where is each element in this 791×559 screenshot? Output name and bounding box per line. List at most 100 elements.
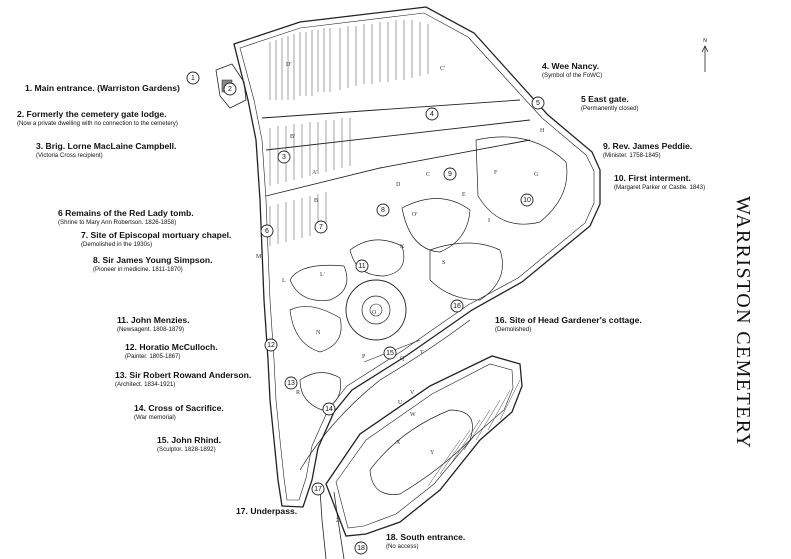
- legend-subtitle: (Victoria Cross recipient): [36, 151, 103, 159]
- svg-text:B': B': [290, 134, 295, 140]
- map-marker-number: 16: [453, 303, 461, 310]
- svg-text:Y: Y: [430, 450, 435, 456]
- map-marker-16: 16: [450, 299, 464, 313]
- map-title-text: WARRISTON CEMETERY: [732, 196, 754, 450]
- legend-title: 3. Brig. Lorne MacLaine Campbell.: [36, 141, 177, 151]
- svg-text:L': L': [320, 272, 325, 278]
- legend-item-16: 16. Site of Head Gardener's cottage. (De…: [495, 315, 642, 333]
- map-marker-number: 5: [536, 100, 540, 107]
- legend-subtitle: (Sculptor. 1828-1892): [157, 445, 216, 453]
- map-marker-4: 4: [425, 107, 439, 121]
- legend-title: 1. Main entrance. (Warriston Gardens): [25, 83, 180, 93]
- map-marker-number: 4: [430, 111, 434, 118]
- svg-text:S: S: [442, 260, 445, 266]
- map-title: WARRISTON CEMETERY: [732, 196, 774, 449]
- svg-text:B: B: [314, 198, 318, 204]
- map-marker-18: 18: [354, 541, 368, 555]
- map-marker-17: 17: [311, 482, 325, 496]
- legend-item-13: 13. Sir Robert Rowand Anderson. (Archite…: [115, 370, 252, 388]
- svg-text:E: E: [462, 192, 466, 198]
- map-marker-number: 10: [523, 197, 531, 204]
- legend-item-12: 12. Horatio McCulloch. (Painter. 1805-18…: [125, 342, 218, 360]
- legend-title: 17. Underpass.: [236, 506, 298, 516]
- map-marker-number: 2: [228, 86, 232, 93]
- legend-item-10: 10. First interment. (Margaret Parker or…: [614, 173, 705, 191]
- legend-item-14: 14. Cross of Sacrifice. (War memorial): [134, 403, 224, 421]
- legend-title: 11. John Menzies.: [117, 315, 190, 325]
- map-marker-number: 13: [287, 380, 295, 387]
- legend-title: 10. First interment.: [614, 173, 691, 183]
- map-marker-number: 15: [386, 350, 394, 357]
- legend-title: 18. South entrance.: [386, 532, 466, 542]
- legend-title: 4. Wee Nancy.: [542, 61, 600, 71]
- legend-title: 15. John Rhind.: [157, 435, 221, 445]
- cemetery-boundary-north: [233, 6, 601, 508]
- svg-text:A': A': [312, 170, 317, 176]
- svg-text:T: T: [420, 350, 424, 356]
- svg-text:M: M: [256, 254, 262, 260]
- legend-item-2: 2. Formerly the cemetery gate lodge. (No…: [17, 109, 178, 127]
- legend-subtitle: (Symbol of the FoWC): [542, 71, 603, 79]
- map-marker-number: 11: [358, 263, 365, 270]
- legend-subtitle: (Painter. 1805-1867): [125, 352, 181, 360]
- legend-item-17: 17. Underpass.: [236, 506, 298, 517]
- svg-text:F: F: [494, 170, 498, 176]
- legend-subtitle: (Shrine to Mary Ann Robertson. 1826-1858…: [58, 218, 177, 226]
- svg-text:O: O: [372, 310, 377, 316]
- map-marker-7: 7: [314, 220, 328, 234]
- legend-item-5: 5 East gate. (Permanently closed): [581, 94, 639, 112]
- svg-text:L: L: [282, 278, 286, 284]
- map-marker-15: 15: [383, 346, 397, 360]
- svg-text:C: C: [426, 172, 430, 178]
- legend-subtitle: (Minister. 1758-1845): [603, 151, 661, 159]
- map-marker-number: 8: [381, 207, 385, 214]
- legend-title: 2. Formerly the cemetery gate lodge.: [17, 109, 167, 119]
- map-marker-8: 8: [376, 203, 390, 217]
- svg-text:K: K: [400, 244, 405, 250]
- legend-title: 16. Site of Head Gardener's cottage.: [495, 315, 642, 325]
- map-marker-number: 12: [267, 342, 275, 349]
- map-marker-5: 5: [531, 96, 545, 110]
- map-marker-11: 11: [355, 259, 369, 273]
- legend-subtitle: (No access): [386, 542, 419, 550]
- map-marker-number: 7: [319, 224, 323, 231]
- map-marker-number: 9: [448, 171, 452, 178]
- svg-text:Z: Z: [336, 518, 340, 524]
- map-marker-9: 9: [443, 167, 457, 181]
- svg-text:V: V: [410, 390, 415, 396]
- legend-item-11: 11. John Menzies. (Newsagent. 1808-1879): [117, 315, 190, 333]
- svg-text:H: H: [540, 128, 545, 134]
- map-marker-13: 13: [284, 376, 298, 390]
- svg-text:D: D: [396, 182, 401, 188]
- svg-text:O': O': [412, 212, 417, 218]
- legend-title: 14. Cross of Sacrifice.: [134, 403, 224, 413]
- svg-text:C': C': [440, 66, 445, 72]
- legend-title: 12. Horatio McCulloch.: [125, 342, 218, 352]
- map-marker-12: 12: [264, 338, 278, 352]
- cemetery-boundary-south: [325, 355, 523, 537]
- map-marker-number: 14: [325, 406, 333, 413]
- svg-text:R: R: [296, 390, 300, 396]
- legend-subtitle: (Demolished): [495, 325, 532, 333]
- map-marker-1: 1: [186, 71, 200, 85]
- legend-subtitle: (Newsagent. 1808-1879): [117, 325, 185, 333]
- svg-text:U: U: [398, 400, 403, 406]
- map-marker-number: 6: [265, 228, 269, 235]
- legend-title: 13. Sir Robert Rowand Anderson.: [115, 370, 252, 380]
- legend-subtitle: (Architect. 1834-1921): [115, 380, 176, 388]
- legend-title: 5 East gate.: [581, 94, 629, 104]
- legend-item-6: 6 Remains of the Red Lady tomb. (Shrine …: [58, 208, 194, 226]
- legend-item-1: 1. Main entrance. (Warriston Gardens): [25, 83, 180, 94]
- legend-title: 9. Rev. James Peddie.: [603, 141, 693, 151]
- legend-item-7: 7. Site of Episcopal mortuary chapel. (D…: [81, 230, 231, 248]
- legend-item-18: 18. South entrance. (No access): [386, 532, 466, 550]
- map-marker-10: 10: [520, 193, 534, 207]
- legend-item-15: 15. John Rhind. (Sculptor. 1828-1892): [157, 435, 221, 453]
- svg-text:D': D': [286, 62, 291, 68]
- legend-subtitle: (War memorial): [134, 413, 176, 421]
- legend-item-9: 9. Rev. James Peddie. (Minister. 1758-18…: [603, 141, 693, 159]
- legend-title: 6 Remains of the Red Lady tomb.: [58, 208, 194, 218]
- svg-text:G: G: [534, 172, 539, 178]
